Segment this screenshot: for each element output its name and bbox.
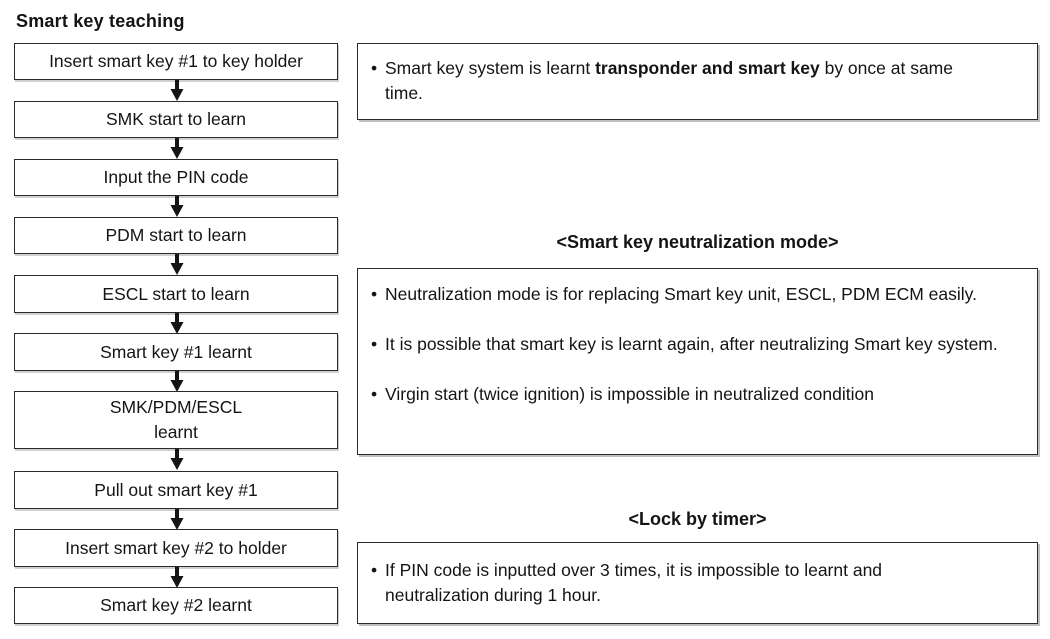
note-text: If PIN code is inputted over 3 times, it… <box>385 560 883 605</box>
flow-step-insert-key1: Insert smart key #1 to key holder <box>14 43 338 80</box>
note-box-overview: • Smart key system is learnt transponder … <box>357 43 1038 120</box>
flow-step-escl-learn: ESCL start to learn <box>14 275 338 313</box>
bullet-icon: • <box>371 284 378 304</box>
note-text-bold: transponder and smart key <box>595 58 820 78</box>
note-bullet: • If PIN code is inputted over 3 times, i… <box>371 558 985 608</box>
note-text: Neutralization mode is for replacing Sma… <box>385 284 977 304</box>
flow-step-key2-learnt: Smart key #2 learnt <box>14 587 338 624</box>
note-box-lock-by-timer: • If PIN code is inputted over 3 times, i… <box>357 542 1038 624</box>
flow-step-all-learnt: SMK/PDM/ESCL learnt <box>14 391 338 449</box>
note-box-neutralization: • Neutralization mode is for replacing Sm… <box>357 268 1038 455</box>
flow-step-pdm-learn: PDM start to learn <box>14 217 338 254</box>
down-arrow-icon <box>170 449 184 470</box>
note-text-suffix: by once at same time. <box>385 58 963 103</box>
down-arrow-icon <box>170 196 184 217</box>
bullet-icon: • <box>371 384 378 404</box>
note-text: It is possible that smart key is learnt … <box>385 334 998 354</box>
down-arrow-icon <box>170 80 184 101</box>
note-bullet: • It is possible that smart key is learnt… <box>371 332 1027 356</box>
flow-step-smk-learn: SMK start to learn <box>14 101 338 138</box>
page-title: Smart key teaching <box>16 11 185 31</box>
flow-step-pullout-key1: Pull out smart key #1 <box>14 471 338 509</box>
down-arrow-icon <box>170 371 184 392</box>
flow-step-insert-key2: Insert smart key #2 to holder <box>14 529 338 567</box>
note-bullet: • Virgin start (twice ignition) is imposs… <box>371 382 1027 406</box>
note-bullet: • Smart key system is learnt transponder … <box>371 56 957 106</box>
flow-step-pin-code: Input the PIN code <box>14 159 338 196</box>
bullet-icon: • <box>371 560 378 580</box>
note-bullet: • Neutralization mode is for replacing Sm… <box>371 282 1027 306</box>
lock-by-timer-heading: <Lock by timer> <box>628 509 767 529</box>
down-arrow-icon <box>170 313 184 334</box>
neutralization-mode-heading: <Smart key neutralization mode> <box>556 232 839 252</box>
note-text-prefix: Smart key system is learnt <box>385 58 596 78</box>
down-arrow-icon <box>170 254 184 275</box>
down-arrow-icon <box>170 567 184 588</box>
bullet-icon: • <box>371 58 378 78</box>
down-arrow-icon <box>170 138 184 159</box>
note-text: Virgin start (twice ignition) is impossi… <box>385 384 874 404</box>
bullet-icon: • <box>371 334 378 354</box>
down-arrow-icon <box>170 509 184 530</box>
flow-step-key1-learnt: Smart key #1 learnt <box>14 333 338 371</box>
